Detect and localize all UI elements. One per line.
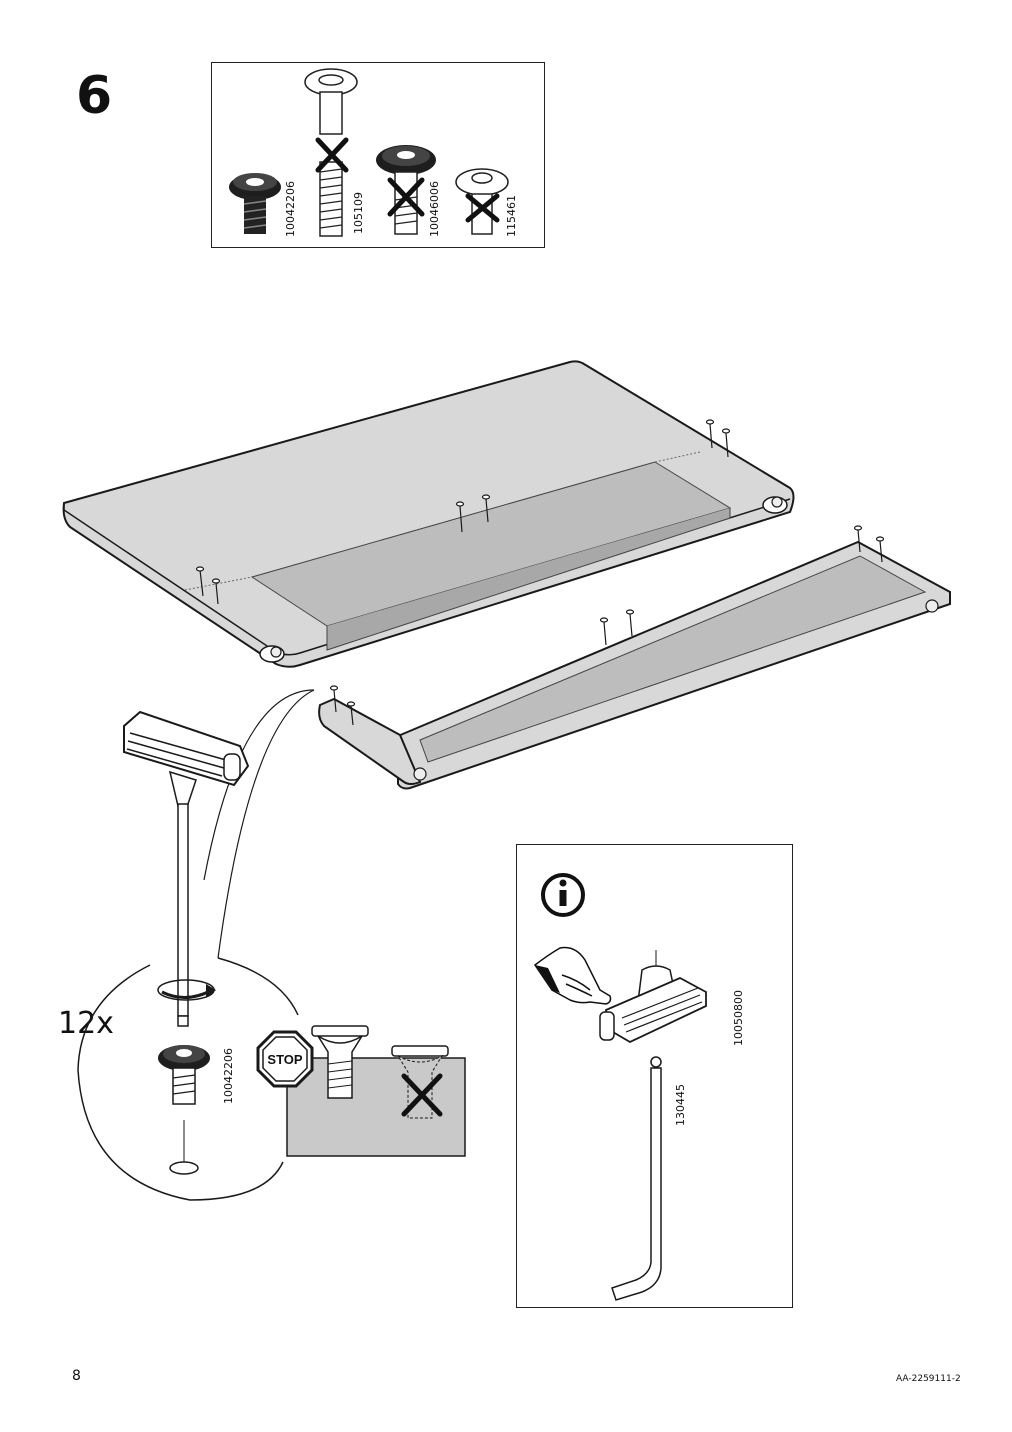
screw-white-icon bbox=[455, 168, 509, 235]
part-id-label: 115461 bbox=[505, 195, 518, 237]
hand-pointing-icon bbox=[533, 946, 612, 1005]
info-box bbox=[516, 844, 793, 1308]
stop-sign-label: STOP bbox=[267, 1052, 302, 1067]
tool-id-label: 10050800 bbox=[732, 990, 745, 1046]
detail-circle bbox=[77, 689, 315, 1201]
info-box-content: 10050800 130445 bbox=[533, 873, 745, 1301]
document-code: AA-2259111-2 bbox=[896, 1374, 961, 1384]
screw-detail-icon bbox=[158, 1045, 210, 1175]
t-handle-tool-icon bbox=[599, 950, 707, 1301]
side-strip-right bbox=[397, 525, 951, 790]
side-strip-left bbox=[318, 685, 427, 785]
quantity-label: 12x bbox=[58, 1006, 114, 1041]
part-id-label: 105109 bbox=[352, 192, 365, 234]
part-id-label: 10046006 bbox=[428, 181, 441, 237]
bolt-long-icon bbox=[304, 68, 358, 237]
large-panel bbox=[62, 360, 795, 668]
tool-id-label: 130445 bbox=[674, 1084, 687, 1126]
parts-check-box bbox=[211, 62, 545, 248]
page-number: 8 bbox=[72, 1368, 81, 1384]
parts-check-figures: 10042206 105109 bbox=[229, 68, 518, 237]
allen-key-tool-icon bbox=[123, 710, 250, 1027]
screw-id-label: 10042206 bbox=[222, 1048, 235, 1104]
stop-detail: STOP bbox=[256, 1025, 466, 1157]
screw-black-icon bbox=[376, 145, 436, 235]
screw-allowed-icon bbox=[229, 173, 281, 234]
step-number: 6 bbox=[76, 66, 113, 126]
part-id-label: 10042206 bbox=[284, 181, 297, 237]
